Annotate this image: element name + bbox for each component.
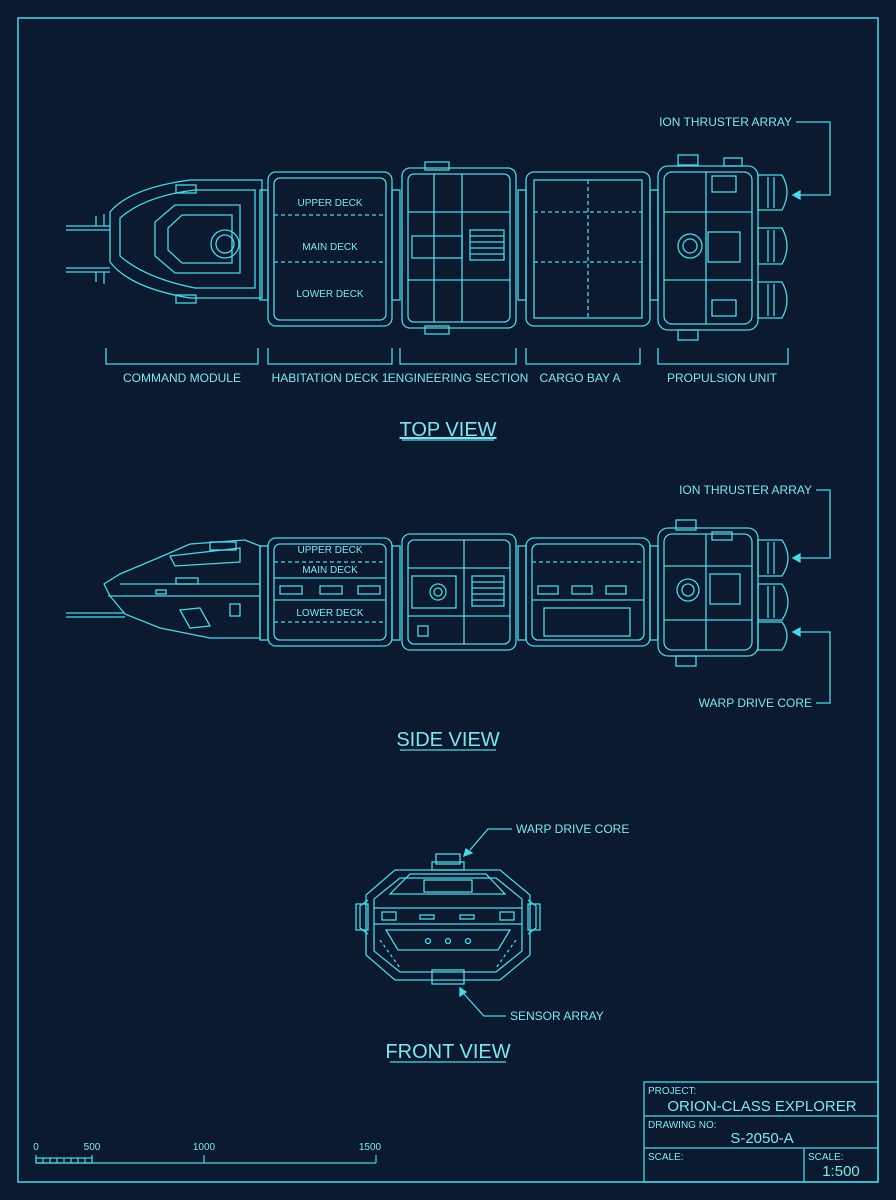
scale-label-right: SCALE: <box>808 1152 844 1163</box>
section-label-cargo: CARGO BAY A <box>540 371 621 385</box>
front-view-drawing <box>355 828 541 1017</box>
scale-tick-1000: 1000 <box>193 1142 216 1153</box>
top-ion-thrusters <box>757 174 788 319</box>
scale-label-left: SCALE: <box>648 1152 684 1163</box>
top-cargo-bay <box>525 171 651 327</box>
side-command-module <box>66 539 261 639</box>
side-callout-warp-core: WARP DRIVE CORE <box>699 696 812 710</box>
side-view-title: SIDE VIEW <box>396 729 499 751</box>
scale-tick-1500: 1500 <box>359 1142 382 1153</box>
project-label: PROJECT: <box>648 1086 696 1097</box>
side-propulsion-unit <box>657 519 759 667</box>
top-deck-label-main: MAIN DECK <box>302 242 358 253</box>
side-deck-label-upper: UPPER DECK <box>297 545 362 556</box>
side-cargo-bay <box>525 537 651 647</box>
scale-tick-500: 500 <box>84 1142 101 1153</box>
side-deck-label-main: MAIN DECK <box>302 565 358 576</box>
top-view-title: TOP VIEW <box>399 419 496 441</box>
side-ion-thrusters <box>757 539 789 651</box>
top-deck-label-upper: UPPER DECK <box>297 198 362 209</box>
title-block <box>643 1081 879 1183</box>
sheet-border <box>17 17 879 1183</box>
drawing-number: S-2050-A <box>730 1130 793 1147</box>
section-label-propulsion: PROPULSION UNIT <box>667 371 778 385</box>
scale-tick-0: 0 <box>33 1142 39 1153</box>
section-label-command: COMMAND MODULE <box>123 371 241 385</box>
top-callout-ion-thruster: ION THRUSTER ARRAY <box>659 115 792 129</box>
top-deck-label-lower: LOWER DECK <box>296 289 364 300</box>
section-label-habitation: HABITATION DECK 1 <box>272 371 389 385</box>
scale-bar <box>35 1155 377 1164</box>
side-engineering-section <box>401 533 517 651</box>
scale-value: 1:500 <box>822 1163 860 1180</box>
side-view-drawing <box>66 489 831 704</box>
front-callout-warp-core: WARP DRIVE CORE <box>516 822 629 836</box>
drawing-no-label: DRAWING NO: <box>648 1120 717 1131</box>
side-deck-label-lower: LOWER DECK <box>296 608 364 619</box>
top-view-drawing <box>66 121 831 365</box>
top-command-module <box>66 179 263 304</box>
front-view-title: FRONT VIEW <box>385 1041 510 1063</box>
project-name: ORION-CLASS EXPLORER <box>667 1098 856 1115</box>
side-callout-ion-thruster: ION THRUSTER ARRAY <box>679 483 812 497</box>
top-habitation-deck <box>267 171 393 327</box>
section-label-engineering: ENGINEERING SECTION <box>388 371 529 385</box>
side-habitation-deck <box>267 537 393 647</box>
top-propulsion-unit <box>657 154 759 341</box>
front-callout-sensor-array: SENSOR ARRAY <box>510 1009 604 1023</box>
top-engineering-section <box>401 161 517 335</box>
